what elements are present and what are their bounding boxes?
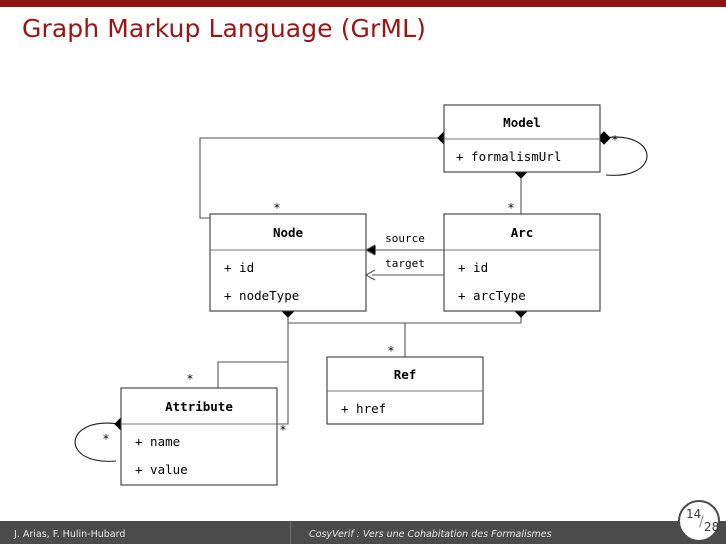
class-box-ref[interactable]: Ref + href (326, 356, 484, 425)
footer-divider (290, 521, 291, 544)
page-number-total: 28 (704, 520, 720, 534)
association-node-attribute (217, 311, 289, 425)
page-title: Graph Markup Language (GrML) (22, 14, 426, 43)
top-accent-bar (0, 0, 726, 7)
role-label-target: target (385, 257, 425, 270)
role-label-source: source (385, 232, 425, 245)
class-attribute-node-1: + nodeType (224, 288, 299, 303)
class-attribute-attribute-1: + value (135, 462, 188, 477)
class-name-model: Model (503, 115, 541, 130)
multiplicity-node-attribute: * (186, 372, 193, 386)
multiplicity-model-arc: * (507, 201, 514, 215)
page-number-separator: / (699, 514, 704, 530)
class-attribute-attribute-0: + name (135, 434, 180, 449)
class-attribute-ref-0: + href (341, 401, 386, 416)
class-box-arc[interactable]: Arc + id + arcType (443, 213, 601, 312)
association-arc-node-source (364, 244, 444, 256)
class-attribute-node-0: + id (224, 260, 254, 275)
class-attribute-arc-1: + arcType (458, 288, 526, 303)
class-attribute-arc-0: + id (458, 260, 488, 275)
footer-authors: J. Arias, F. Hulin-Hubard (14, 529, 126, 540)
class-box-model[interactable]: Model + formalismUrl (443, 104, 601, 173)
association-arc-node-target (364, 269, 444, 281)
association-model-arc (520, 172, 555, 219)
class-box-attribute[interactable]: Attribute + name + value (120, 387, 278, 486)
class-attribute-model-0: + formalismUrl (456, 149, 561, 164)
association-node-arc-ref (288, 311, 522, 357)
multiplicity-attribute-node: * (279, 423, 286, 437)
class-name-ref: Ref (394, 367, 417, 382)
uml-diagram: Model + formalismUrl Node + id + nodeTyp… (0, 72, 726, 492)
footer-subject: CosyVerif : Vers une Cohabitation des Fo… (309, 529, 552, 540)
association-attribute-self (74, 422, 120, 462)
association-model-self (603, 136, 648, 176)
multiplicity-labels: * * * * * * * (102, 133, 618, 446)
class-name-attribute: Attribute (165, 399, 233, 414)
association-model-node (199, 137, 444, 219)
class-name-arc: Arc (511, 225, 534, 240)
role-labels: source target (385, 232, 425, 270)
footer-bar (0, 521, 726, 544)
class-box-node[interactable]: Node + id + nodeType (209, 213, 367, 312)
multiplicity-model-node: * (273, 201, 280, 215)
class-name-node: Node (273, 225, 304, 240)
multiplicity-node-ref: * (387, 344, 394, 358)
multiplicity-model-self: * (611, 133, 618, 147)
page-indicator: 14 / 28 (678, 500, 720, 542)
multiplicity-attribute-self: * (102, 432, 109, 446)
page-number-current: 14 (686, 507, 702, 521)
